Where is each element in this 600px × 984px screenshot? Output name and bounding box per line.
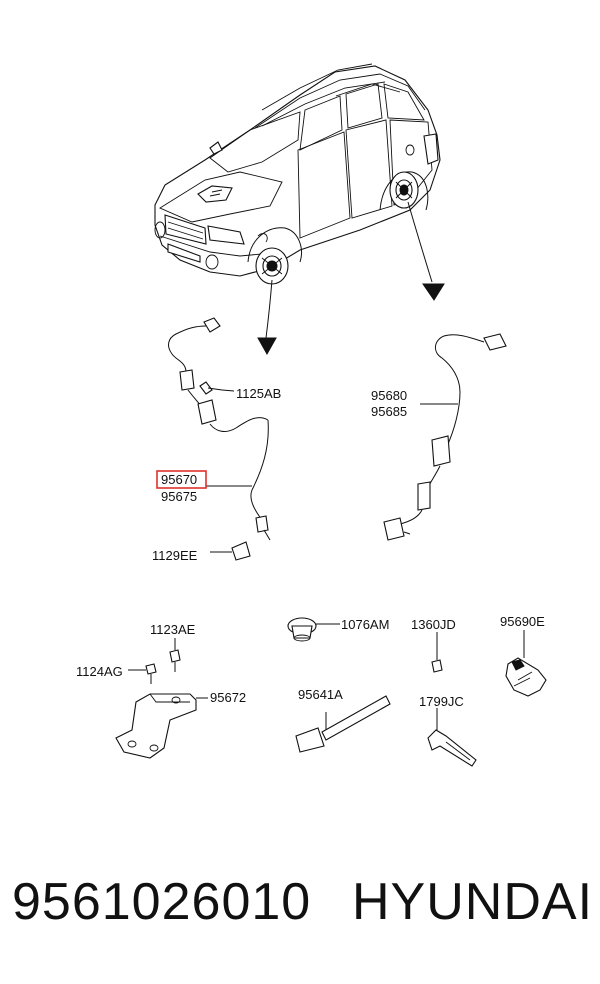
rear-wheel [389, 171, 419, 209]
callout-95685: 95685 [371, 404, 407, 419]
vehicle-illustration [154, 63, 441, 285]
callout-95670: 95670 [161, 472, 197, 487]
grommet-1076AM [287, 617, 340, 642]
callout-95690E: 95690E [500, 614, 545, 629]
callout-1799JC: 1799JC [419, 694, 464, 709]
rear-wheel-speed-sensor [383, 333, 507, 541]
bracket-95672 [115, 693, 208, 759]
callout-1076AM: 1076AM [341, 617, 389, 632]
brand-label: HYUNDAI [352, 873, 594, 931]
callout-1129EE: 1129EE [152, 548, 198, 563]
highlight-box-95670 [156, 470, 207, 489]
bolt-1125AB [199, 381, 235, 395]
callout-1360JD: 1360JD [411, 617, 456, 632]
bolt-1123AE [169, 638, 181, 672]
clip-1799JC [427, 708, 477, 767]
front-wheel-arrow [257, 279, 277, 356]
bolt-1129EE [210, 541, 251, 561]
part-number-label: 9561026010 [12, 873, 312, 931]
callout-95680: 95680 [371, 388, 407, 403]
callout-95641A: 95641A [298, 687, 343, 702]
sensor-95690E [505, 630, 547, 697]
callout-95672: 95672 [210, 690, 246, 705]
callout-1124AG: 1124AG [76, 664, 123, 679]
sensor-95641A [295, 695, 391, 753]
rear-wheel-arrow [407, 201, 445, 301]
nut-1124AG [128, 663, 157, 684]
nut-1360JD [431, 632, 443, 673]
front-wheel-speed-sensor [168, 317, 271, 561]
front-wheel [255, 247, 289, 285]
callout-1125AB: 1125AB [236, 386, 281, 401]
callout-95675: 95675 [161, 489, 197, 504]
callout-1123AE: 1123AE [150, 622, 196, 637]
